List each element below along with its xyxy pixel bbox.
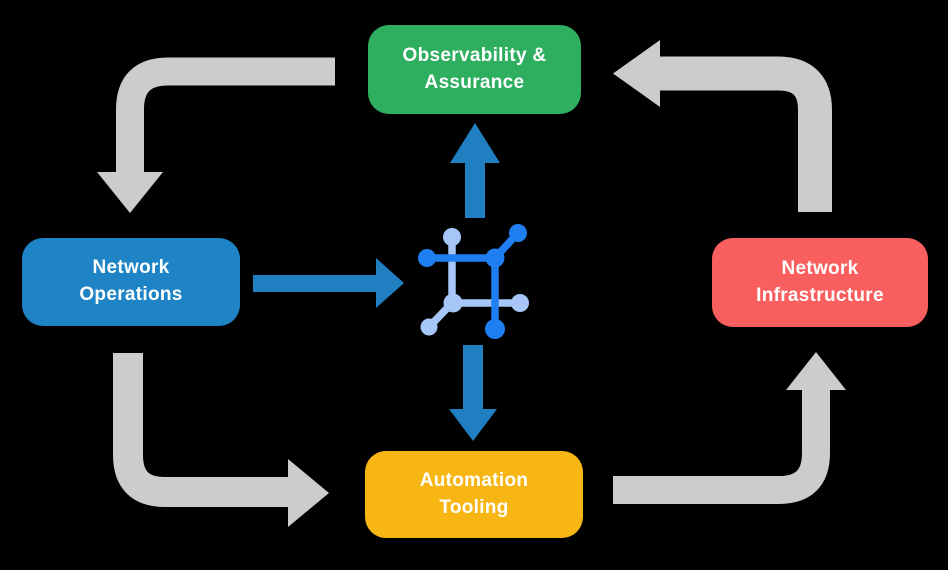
arrow-head-down xyxy=(97,172,163,213)
network-mesh-icon xyxy=(418,224,529,339)
node-network-infrastructure: Network Infrastructure xyxy=(712,238,928,327)
node-observability-assurance: Observability & Assurance xyxy=(368,25,581,114)
arrow-head-left xyxy=(613,40,660,107)
arrow-shaft xyxy=(113,353,289,507)
node-automation-tooling: Automation Tooling xyxy=(365,451,583,538)
arrow-shaft xyxy=(659,56,832,212)
node-label: Observability & Assurance xyxy=(402,44,547,93)
arrow-head-right xyxy=(376,258,404,308)
node-label: Automation Tooling xyxy=(419,469,529,518)
node-label: Network Operations xyxy=(79,257,183,305)
arrow-center-to-observability xyxy=(450,123,500,218)
arrow-operations-to-center xyxy=(253,258,404,308)
arrow-shaft xyxy=(116,57,335,174)
arrow-head-down xyxy=(449,409,497,441)
arrow-head-up xyxy=(786,352,846,390)
arrow-infrastructure-to-observability xyxy=(613,40,832,212)
arrow-shaft xyxy=(613,389,830,504)
node-label: Network Infrastructure xyxy=(756,257,884,306)
arrow-operations-to-tooling xyxy=(113,353,329,527)
arrow-center-to-tooling xyxy=(449,345,497,441)
arrow-head-up xyxy=(450,123,500,163)
network-mesh-icon-light-part xyxy=(420,228,529,336)
arrow-head-right xyxy=(288,459,329,527)
node-network-operations: Network Operations xyxy=(22,238,240,326)
network-mesh-icon-dark-part xyxy=(418,224,527,339)
arrow-tooling-to-infrastructure xyxy=(613,352,846,504)
arrow-observability-to-operations xyxy=(97,57,335,213)
